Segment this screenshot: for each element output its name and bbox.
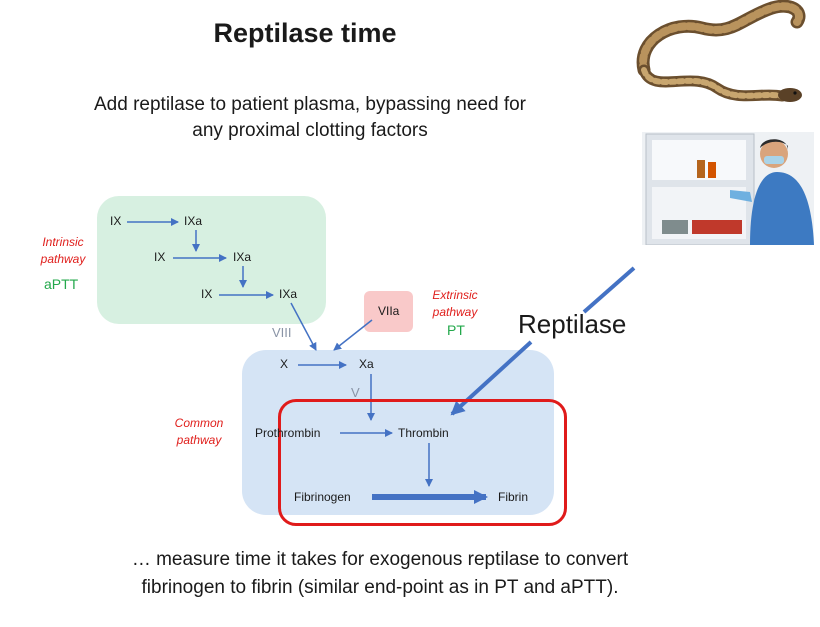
subtitle-line-2: any proximal clotting factors [192,120,428,141]
node-ixa-2: IXa [233,250,252,264]
node-viia: VIIa [378,304,400,318]
reptilase-label: Reptilase [518,309,627,339]
node-ix-1: IX [110,214,122,228]
slide-footer: … measure time it takes for exogenous re… [0,546,760,602]
arrow-ixa-x [290,302,317,351]
node-xa: Xa [359,357,374,371]
pt-label: PT [447,322,465,338]
node-ixa-1: IXa [184,214,203,228]
lab-freezer-photo [642,132,814,245]
viia-box [364,291,413,332]
cofactor-v: V [351,385,360,400]
arrow-viia-x [333,319,373,351]
common-pathway-box [242,350,554,515]
node-thrombin: Thrombin [398,426,449,440]
common-pathway-label: Common pathway [174,416,224,447]
snake-photo [632,0,814,120]
intrinsic-pathway-label: Intrinsic pathway [40,235,86,266]
node-ix-2: IX [154,250,166,264]
node-ix-3: IX [201,287,213,301]
slide-title: Reptilase time [213,18,397,48]
aptt-label: aPTT [44,276,79,292]
arrow-reptilase-upper [582,266,636,314]
intrinsic-pathway-box [97,196,326,324]
node-x: X [280,357,289,371]
arrow-reptilase-lower [450,340,533,416]
node-fibrinogen: Fibrinogen [294,490,351,504]
cofactor-viii: VIII [272,325,292,340]
extrinsic-pathway-label: Extrinsic pathway [432,288,478,319]
node-fibrin: Fibrin [498,490,529,504]
footer-line-2: fibrinogen to fibrin (similar end-point … [141,577,619,598]
footer-line-1: … measure time it takes for exogenous re… [131,549,629,570]
node-ixa-3: IXa [279,287,298,301]
slide-subtitle: Add reptilase to patient plasma, bypassi… [20,92,600,144]
subtitle-line-1: Add reptilase to patient plasma, bypassi… [94,94,526,115]
reptilase-highlight-box [278,399,567,526]
node-prothrombin: Prothrombin [255,426,321,440]
